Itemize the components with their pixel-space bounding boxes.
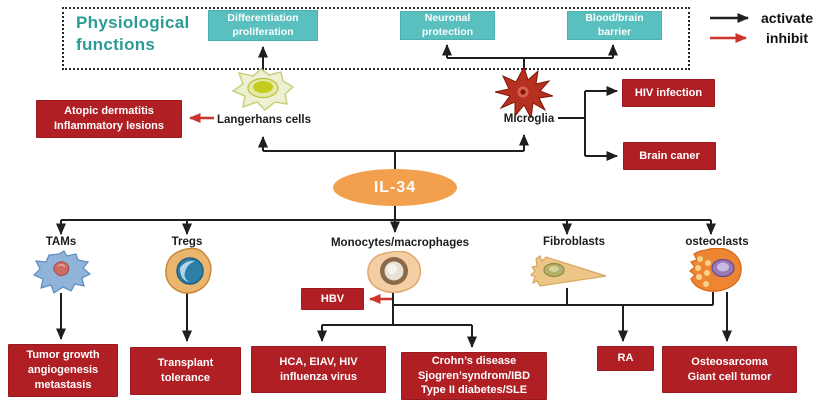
hbv-box: HBV [301, 288, 364, 310]
il34-ellipse: IL-34 [333, 169, 457, 206]
neuronal-protection-box: Neuronal protection [400, 11, 495, 40]
monocytes-cell-icon [367, 251, 422, 293]
tregs-label: Tregs [171, 236, 203, 248]
transplant-tolerance-box: Transplant tolerance [130, 347, 241, 395]
osteoclasts-cell-icon [688, 248, 742, 292]
fibroblasts-label: Fibroblasts [543, 236, 605, 248]
tams-label: TAMs [45, 236, 77, 248]
monocytes-label: Monocytes/macrophages [330, 237, 470, 249]
osteosarcoma-box: Osteosarcoma Giant cell tumor [662, 346, 797, 393]
legend-activate-label: activate [761, 10, 814, 26]
tregs-cell-icon [165, 248, 212, 294]
langerhans-cell-icon [231, 68, 295, 111]
physiological-functions-panel [62, 7, 690, 70]
blood-brain-barrier-box: Blood/brain barrier [567, 11, 662, 40]
ra-box: RA [597, 346, 654, 371]
langerhans-label: Langerhans cells [217, 114, 311, 126]
hiv-infection-box: HIV infection [622, 79, 715, 107]
differentiation-proliferation-box: Differentiation proliferation [208, 10, 318, 41]
fibroblasts-cell-icon [530, 255, 607, 287]
atopic-dermatitis-box: Atopic dermatitis Inflammatory lesions [36, 100, 182, 138]
microglia-cell-icon [495, 67, 553, 118]
hca-eiav-hiv-box: HCA, EIAV, HIV influenza virus [251, 346, 386, 393]
microglia-label: Microglia [503, 113, 555, 125]
crohns-disease-box: Crohn’s disease Sjogren’syndrom/IBD Type… [401, 352, 547, 400]
legend-inhibit-label: inhibit [766, 30, 808, 46]
tams-cell-icon [33, 250, 91, 294]
brain-cancer-box: Brain caner [623, 142, 716, 170]
osteoclasts-label: osteoclasts [685, 236, 749, 248]
tumor-growth-box: Tumor growth angiogenesis metastasis [8, 344, 118, 397]
physiological-functions-title: Physiological functions [76, 13, 190, 55]
